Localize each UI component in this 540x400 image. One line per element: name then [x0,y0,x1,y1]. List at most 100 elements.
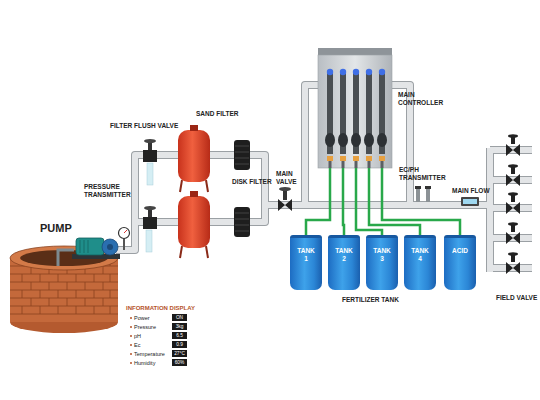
pump-motor [88,240,89,253]
sand-filter [178,130,210,182]
display-value: 3kg [172,323,187,330]
disk-filter [235,231,249,232]
brick-well [67,282,68,290]
display-value: 0.9 [172,341,187,348]
sand-filter [180,180,182,192]
sand-filter [206,246,208,258]
pump-motor [84,240,85,253]
brick-well [110,290,111,298]
brick-well [76,274,77,282]
flow-meter [461,197,479,206]
field-valve [508,164,518,168]
controller-body [325,133,335,147]
controller-body [340,69,346,75]
main-valve [283,190,287,200]
flush-valve [148,209,152,217]
disk-filter [235,152,249,153]
node-text: ACID [450,247,470,255]
controller-body [340,156,346,161]
flush-valve [144,139,156,143]
controller-body [327,69,333,75]
display-value: 27°C [172,350,187,357]
brick-well [110,306,111,314]
node-text: MAIN CONTROLLER [398,91,460,107]
field-valve [511,137,515,144]
sand-filter [178,125,210,258]
controller-box: MAIN CONTROLLER [318,55,392,168]
flow-meter [463,199,477,204]
info-bullets [130,335,132,337]
part-label: MAIN FLOW [452,187,492,195]
brick-well [58,290,59,298]
brick-well [10,314,118,315]
disk-filter [235,213,249,214]
brick-well [49,282,50,290]
sand-filter [178,196,210,248]
brick-well [58,250,74,266]
flush-valve [144,206,156,210]
controller-body [381,161,384,168]
disk-filter [234,140,250,170]
pump-motor [72,238,120,259]
pump-motor [80,240,81,253]
controller-body [353,156,359,161]
display-row: Ec [134,342,170,349]
controller-body [338,133,348,147]
part-label: EC/PH TRANSMITTER [399,166,449,182]
pressure-gauge [124,230,127,233]
flush-valve [146,230,152,252]
disk-filter [234,140,250,237]
brick-well [103,298,104,306]
disk-filter [234,207,250,237]
field-valve [511,255,515,262]
disk-filter [235,146,249,147]
sand-filter [190,125,198,131]
water-pipes [265,202,490,208]
controller-body [364,133,374,147]
tank-cylinder: TANK 4 [404,235,436,290]
brick-well [10,298,118,299]
brick-well [103,282,104,290]
ec-ph-probe [416,188,420,202]
water-pipes [265,201,490,209]
brick-well [40,290,41,298]
flush-valve [147,163,153,185]
controller-body [327,156,385,161]
display-heading: INFORMATION DISPLAY [126,305,206,313]
water-pipes [490,150,532,268]
ec-ph-probe [425,186,431,189]
brick-well [103,266,104,274]
info-bullets [130,362,132,364]
display-row: Humidity [134,360,170,367]
main-valve [278,187,292,211]
brick-well [94,274,95,282]
node-text: TANK 2 [334,247,354,264]
controller-body [379,156,385,161]
controller-body [366,156,372,161]
brick-well [31,282,32,290]
brick-well [22,274,23,282]
field-valve [506,174,520,186]
fertilizer-line [343,168,344,235]
brick-well [10,246,118,333]
fertilizer-line [356,168,382,235]
flush-valve [148,142,152,150]
part-label: SAND FILTER [196,110,256,118]
field-valve [506,144,520,156]
brick-well [58,274,59,282]
display-value: 60% [172,359,187,366]
controller-body [327,72,385,154]
pump-motor [76,238,104,255]
node-text: TANK 4 [410,247,430,264]
controller-body [318,55,392,168]
disk-filter [235,225,249,226]
disk-filter [235,219,249,220]
pressure-gauge [119,228,130,239]
brick-well [67,298,68,306]
ec-ph-probe [426,188,430,202]
sand-filter [190,191,198,197]
controller-body [355,161,358,168]
field-valve [506,262,520,274]
fertilizer-line [306,168,330,235]
